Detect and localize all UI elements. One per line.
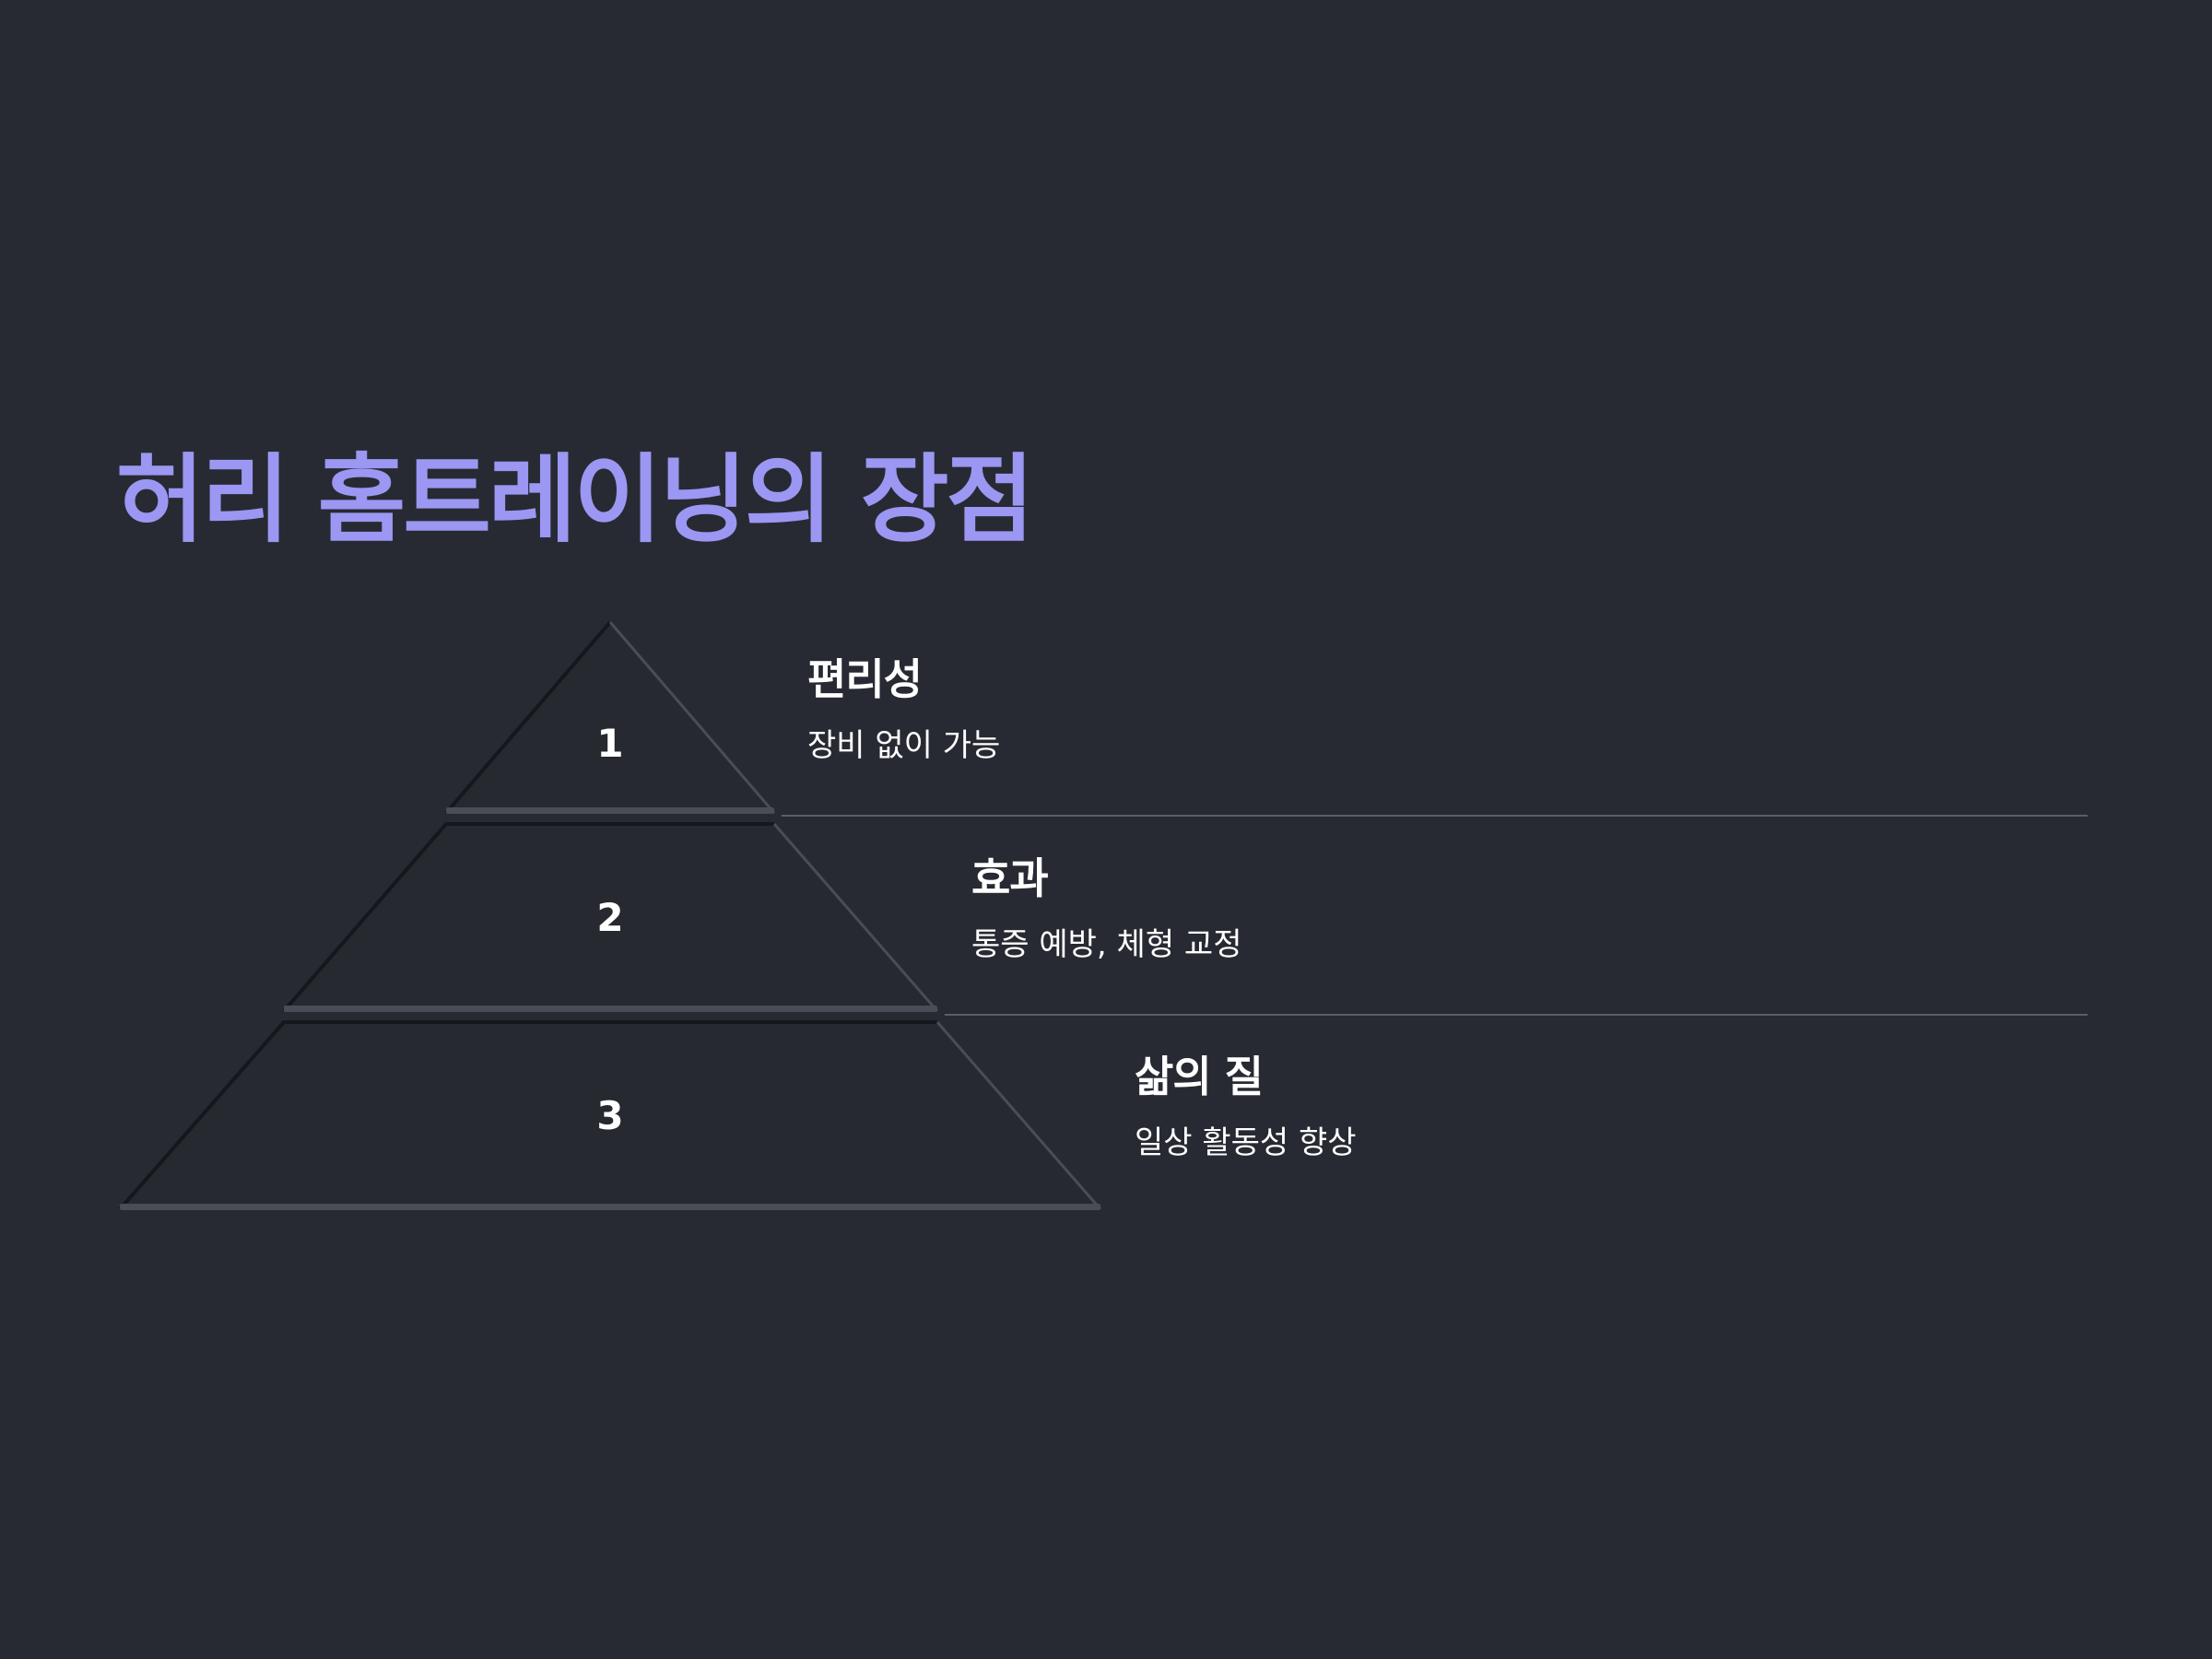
- tier-1-heading: 편리성: [807, 654, 923, 704]
- tier-2-heading: 효과: [971, 853, 1049, 903]
- tier-2-label: 효과 통증 예방, 체형 교정: [971, 857, 1241, 960]
- tier-1-divider: [782, 815, 2088, 817]
- tier-2-description: 통증 예방, 체형 교정: [971, 926, 1242, 963]
- tier-3-label: 삶의 질 일상 활동성 향상: [1135, 1055, 1357, 1159]
- tier-3-heading: 삶의 질: [1135, 1052, 1264, 1101]
- pyramid-tier-2: [282, 822, 939, 1013]
- pyramid-tier-3: [118, 1020, 1102, 1211]
- tier-1-number: 1: [596, 721, 624, 766]
- page-title: 허리 홈트레이닝의 장점: [116, 443, 1034, 556]
- pyramid-tier-1: [444, 620, 776, 815]
- tier-3-description: 일상 활동성 향상: [1135, 1124, 1357, 1161]
- tier-1-label: 편리성 장비 없이 가능: [807, 658, 1000, 761]
- tier-1-description: 장비 없이 가능: [807, 727, 1001, 764]
- tier-3-number: 3: [596, 1093, 624, 1138]
- tier-2-divider: [945, 1014, 2088, 1016]
- tier-2-number: 2: [596, 895, 624, 940]
